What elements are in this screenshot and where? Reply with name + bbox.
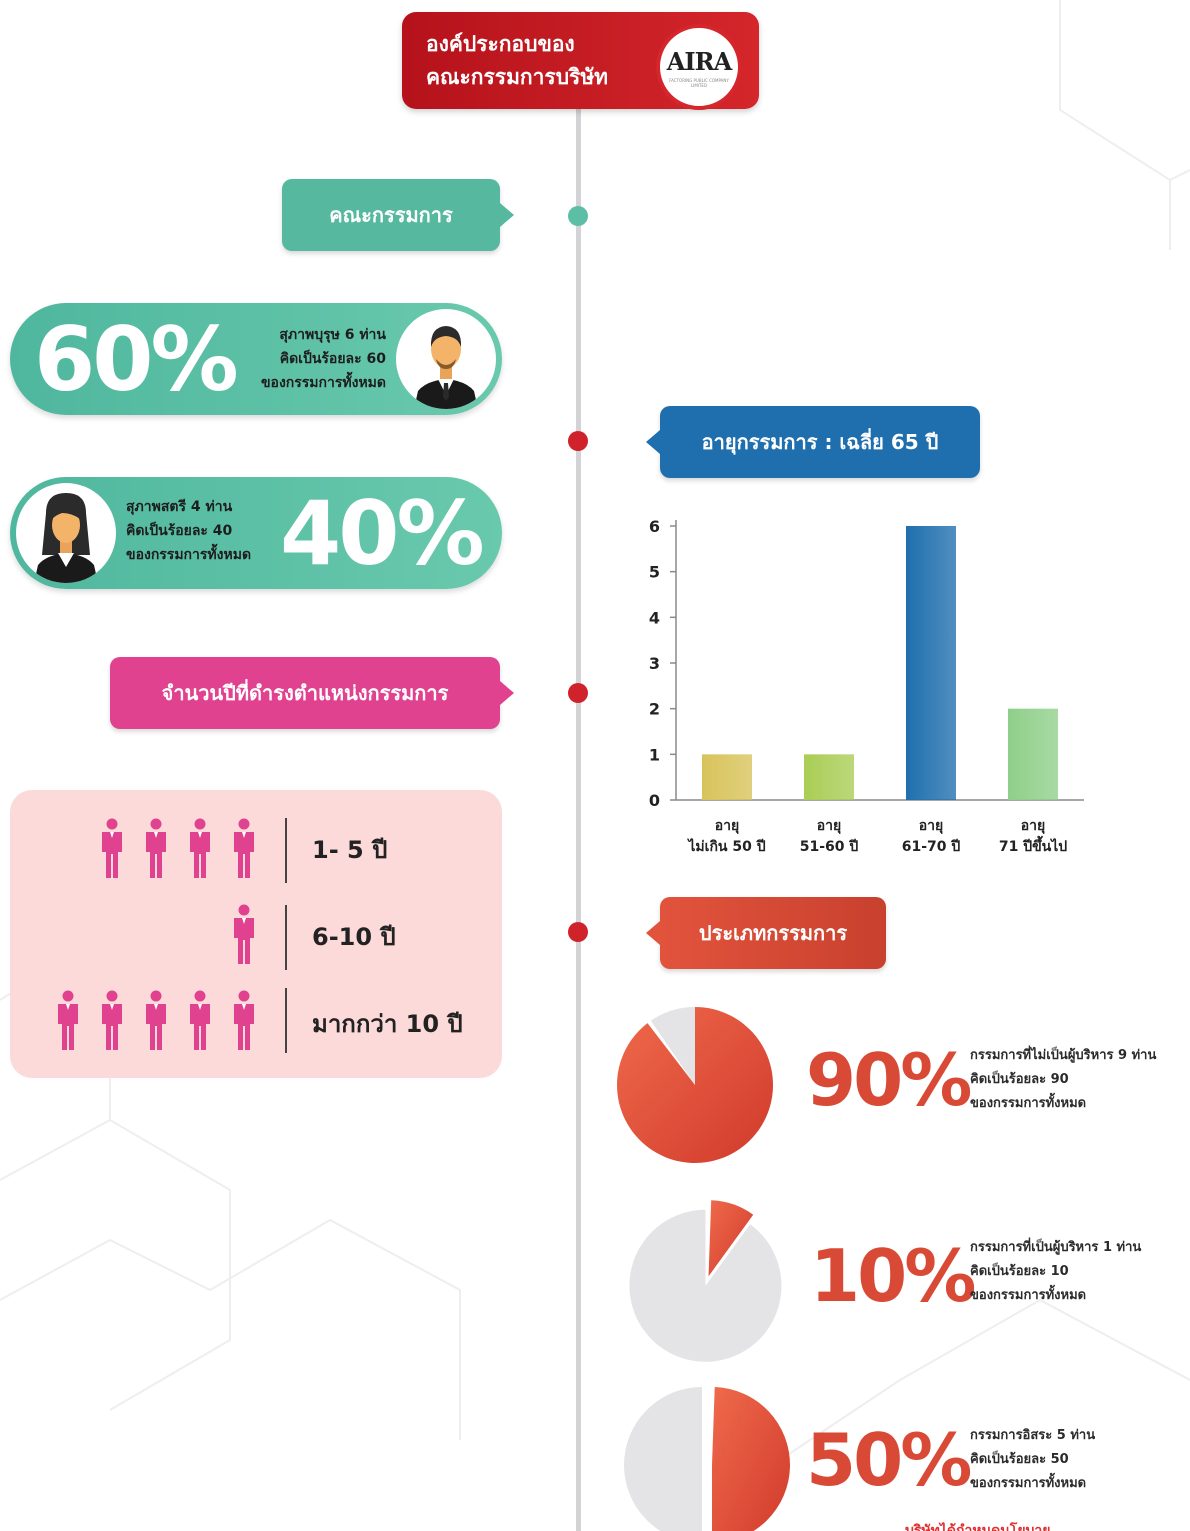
section-tag-age-label: อายุกรรมการ : เฉลี่ย 65 ปี xyxy=(701,430,939,454)
person-icon xyxy=(146,818,166,878)
pie-slice xyxy=(624,1387,702,1531)
section-tag-board: คณะกรรมการ xyxy=(282,179,514,251)
person-icon xyxy=(190,990,210,1050)
pie-description-non-executive: กรรมการที่ไม่เป็นผู้บริหาร 9 ท่าน คิดเป็… xyxy=(970,1044,1190,1116)
male-percent: 60% xyxy=(34,308,239,411)
y-tick-label: 5 xyxy=(649,563,660,582)
pie-row-non-executive: 90% กรรมการที่ไม่เป็นผู้บริหาร 9 ท่าน คิ… xyxy=(610,1000,1190,1170)
x-tick-label: อายุ xyxy=(919,818,943,834)
female-description: สุภาพสตรี 4 ท่าน คิดเป็นร้อยละ 40 ของกรร… xyxy=(126,495,286,567)
pie-percent-independent: 50% xyxy=(806,1418,972,1502)
y-tick-label: 6 xyxy=(649,517,660,536)
section-tag-type: ประเภทกรรมการ xyxy=(646,897,886,969)
header-title: องค์ประกอบของ คณะกรรมการบริษัท xyxy=(426,28,656,94)
female-stat-pill: สุภาพสตรี 4 ท่าน คิดเป็นร้อยละ 40 ของกรร… xyxy=(10,477,502,589)
person-icon xyxy=(146,990,166,1050)
male-line3: ของกรรมการทั้งหมด xyxy=(260,375,386,391)
y-tick-label: 2 xyxy=(649,700,660,719)
tenure-panel: 1- 5 ปี 6-10 ปี มากกว่า 10 ปี xyxy=(10,790,502,1078)
tenure-label-2: 6-10 ปี xyxy=(312,923,396,951)
pie-chart-non-executive xyxy=(617,1007,773,1163)
footer-note: บริษัทได้กำหนดนโยบาย xyxy=(905,1523,1051,1531)
logo-subtext: FACTORING PUBLIC COMPANY LIMITED xyxy=(669,78,729,88)
person-icon xyxy=(234,818,254,878)
section-tag-tenure-label: จำนวนปีที่ดำรงตำแหน่งกรรมการ xyxy=(161,681,449,705)
male-description: สุภาพบุรุษ 6 ท่าน คิดเป็นร้อยละ 60 ของกร… xyxy=(234,323,386,395)
x-tick-label: 61-70 ปี xyxy=(902,839,961,855)
pie-slice xyxy=(646,1019,695,1085)
person-icon xyxy=(190,818,210,878)
timeline-dot-age xyxy=(568,431,588,451)
tenure-separator xyxy=(285,988,287,1053)
x-tick-label: ไม่เกิน 50 ปี xyxy=(686,837,765,855)
pie-chart-executive xyxy=(629,1200,782,1362)
pie-slice xyxy=(629,1209,782,1362)
pie-desc-line2: คิดเป็นร้อยละ 90 xyxy=(970,1072,1069,1087)
person-icon xyxy=(102,818,122,878)
pie-slice xyxy=(708,1200,754,1277)
male-stat-pill: 60% สุภาพบุรุษ 6 ท่าน คิดเป็นร้อยละ 60 ข… xyxy=(10,303,502,415)
female-line3: ของกรรมการทั้งหมด xyxy=(126,547,252,563)
businesswoman-icon xyxy=(16,483,116,583)
timeline-dot-board xyxy=(568,206,588,226)
pie-percent-executive: 10% xyxy=(810,1234,976,1318)
person-icon xyxy=(234,904,254,964)
pie-desc-line3: ของกรรมการทั้งหมด xyxy=(970,1476,1087,1491)
y-tick-label: 1 xyxy=(649,745,660,764)
aira-logo: AIRA FACTORING PUBLIC COMPANY LIMITED xyxy=(656,24,742,110)
pie-desc-line3: ของกรรมการทั้งหมด xyxy=(970,1096,1087,1111)
pie-desc-line1: กรรมการที่เป็นผู้บริหาร 1 ท่าน xyxy=(970,1240,1142,1255)
businessman-icon xyxy=(396,309,496,409)
tenure-label-1: 1- 5 ปี xyxy=(312,836,388,864)
logo-text: AIRA xyxy=(666,47,732,76)
section-tag-tenure: จำนวนปีที่ดำรงตำแหน่งกรรมการ xyxy=(110,657,514,729)
x-tick-label: อายุ xyxy=(1021,818,1045,834)
y-tick-label: 0 xyxy=(649,791,660,810)
timeline-dot-type xyxy=(568,922,588,942)
pie-desc-line3: ของกรรมการทั้งหมด xyxy=(970,1288,1087,1303)
bar xyxy=(702,754,752,800)
timeline-dot-tenure xyxy=(568,683,588,703)
pie-description-executive: กรรมการที่เป็นผู้บริหาร 1 ท่าน คิดเป็นร้… xyxy=(970,1236,1190,1308)
header-title-line2: คณะกรรมการบริษัท xyxy=(426,65,609,89)
timeline-line xyxy=(576,100,581,1531)
pie-desc-line2: คิดเป็นร้อยละ 50 xyxy=(970,1452,1069,1467)
bar xyxy=(1008,708,1058,800)
female-line2: คิดเป็นร้อยละ 40 xyxy=(126,523,233,539)
person-icon xyxy=(58,990,78,1050)
x-tick-label: อายุ xyxy=(715,818,739,834)
male-line2: คิดเป็นร้อยละ 60 xyxy=(279,351,386,367)
person-icon xyxy=(102,990,122,1050)
section-tag-board-label: คณะกรรมการ xyxy=(329,203,453,227)
section-tag-age: อายุกรรมการ : เฉลี่ย 65 ปี xyxy=(646,406,980,478)
x-tick-label: 71 ปีขึ้นไป xyxy=(999,835,1067,855)
bar xyxy=(906,526,956,800)
pie-percent-non-executive: 90% xyxy=(806,1038,972,1122)
header-title-line1: องค์ประกอบของ xyxy=(426,32,575,56)
pie-desc-line2: คิดเป็นร้อยละ 10 xyxy=(970,1264,1069,1279)
male-line1: สุภาพบุรุษ 6 ท่าน xyxy=(279,327,386,343)
tenure-separator xyxy=(285,818,287,883)
female-line1: สุภาพสตรี 4 ท่าน xyxy=(126,499,233,515)
pie-description-independent: กรรมการอิสระ 5 ท่าน คิดเป็นร้อยละ 50 ของ… xyxy=(970,1424,1190,1496)
pie-row-independent: 50% กรรมการอิสระ 5 ท่าน คิดเป็นร้อยละ 50… xyxy=(610,1380,1190,1531)
pie-row-executive: 10% กรรมการที่เป็นผู้บริหาร 1 ท่าน คิดเป… xyxy=(610,1188,1190,1362)
person-icon xyxy=(234,990,254,1050)
pie-slice xyxy=(649,1007,695,1085)
x-tick-label: อายุ xyxy=(817,818,841,834)
pie-desc-line1: กรรมการที่ไม่เป็นผู้บริหาร 9 ท่าน xyxy=(970,1048,1157,1063)
bar xyxy=(804,754,854,800)
tenure-label-3: มากกว่า 10 ปี xyxy=(312,1010,463,1038)
age-bar-chart: 0 1 2 3 4 5 6 อายุไม่เกิน 50 ปี อายุ 51-60 ปี อายุ… xyxy=(649,517,1084,855)
tenure-separator xyxy=(285,905,287,970)
y-tick-label: 3 xyxy=(649,654,660,673)
pie-desc-line1: กรรมการอิสระ 5 ท่าน xyxy=(970,1428,1096,1443)
y-tick-label: 4 xyxy=(649,608,660,627)
pie-slice xyxy=(712,1387,790,1531)
female-percent: 40% xyxy=(280,482,485,585)
x-tick-label: 51-60 ปี xyxy=(800,839,859,855)
pie-chart-independent xyxy=(624,1387,790,1531)
section-tag-type-label: ประเภทกรรมการ xyxy=(698,921,848,945)
